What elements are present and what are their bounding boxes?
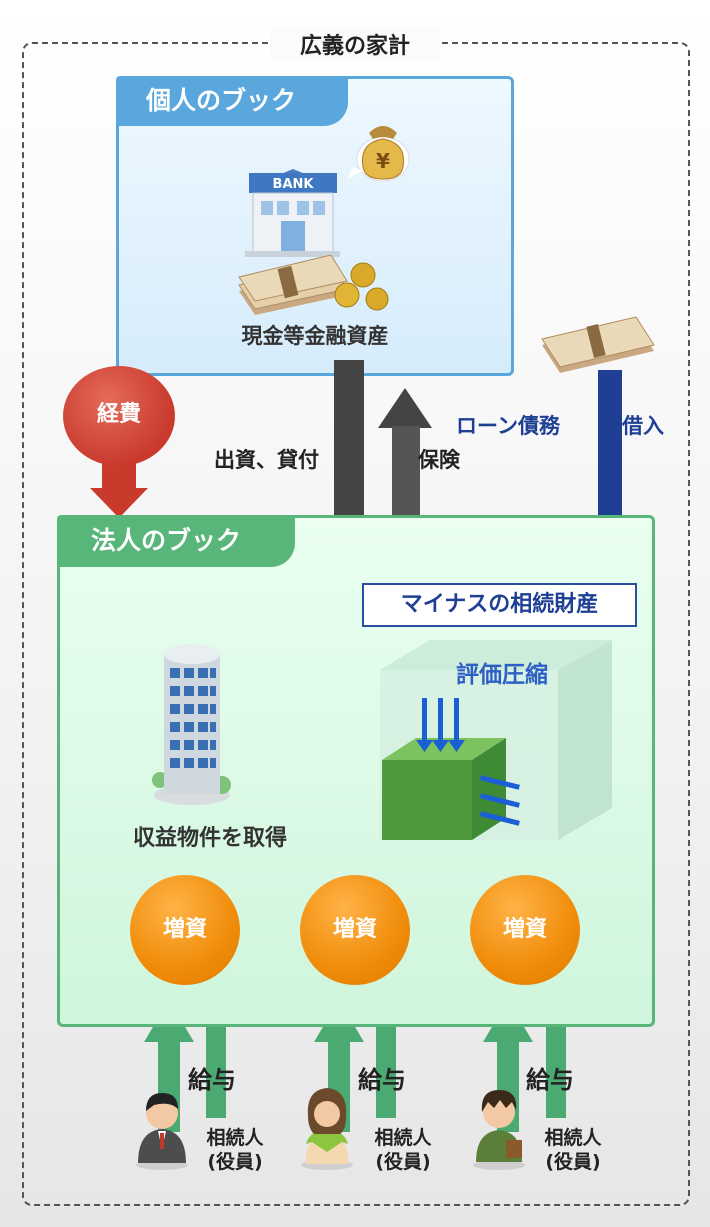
household-title: 広義の家計: [270, 28, 440, 60]
borrowing-label: 借入: [622, 414, 664, 438]
salary-label: 給与: [188, 1066, 236, 1094]
acquire-property-label: 収益物件を取得: [132, 826, 287, 851]
capital-increase-circle: 増資: [470, 875, 580, 985]
bank-building-icon: BANK: [245, 169, 340, 257]
heir-label: 相続人 (役員): [528, 1126, 618, 1174]
office-tower-icon: [152, 644, 231, 805]
loan-debt-label: ローン債務: [456, 414, 560, 438]
borrowing-arrow-shaft: [598, 370, 622, 538]
valuation-compression-label: 評価圧縮: [456, 662, 548, 688]
young-man-icon: [473, 1090, 525, 1170]
salary-label: 給与: [526, 1066, 574, 1094]
expense-arrow-head: [90, 488, 148, 518]
corporate-book-title: 法人のブック: [57, 515, 295, 567]
expense-arrow-shaft: [102, 462, 136, 490]
heir-position: (役員): [375, 1151, 431, 1173]
insurance-arrow-head: [378, 388, 432, 428]
heir-position: (役員): [207, 1151, 263, 1173]
salary-label: 給与: [358, 1066, 406, 1094]
heir-role: 相続人: [374, 1127, 432, 1149]
financial-assets-label: 現金等金融資産: [241, 324, 389, 348]
heir-label: 相続人 (役員): [358, 1126, 448, 1174]
capital-increase-circle: 増資: [300, 875, 410, 985]
heir-role: 相続人: [206, 1127, 264, 1149]
heir-position: (役員): [545, 1151, 601, 1173]
money-bag-icon: ¥: [347, 126, 410, 182]
woman-icon: [301, 1088, 353, 1170]
yen-mark: ¥: [376, 149, 390, 173]
personal-book-title: 個人のブック: [116, 76, 348, 126]
minus-inheritance-box: マイナスの相続財産: [362, 583, 637, 627]
investment-loan-label: 出資、貸付: [214, 448, 319, 472]
heir-role: 相続人: [544, 1127, 602, 1149]
cash-stack-icon: [541, 316, 655, 373]
heir-label: 相続人 (役員): [190, 1126, 280, 1174]
capital-increase-circle: 増資: [130, 875, 240, 985]
bank-sign: BANK: [273, 177, 315, 192]
expense-circle: 経費: [63, 366, 175, 466]
compressed-cube-icon: [380, 640, 612, 840]
cash-stack-icon: [238, 255, 389, 315]
businessman-icon: [136, 1093, 188, 1170]
insurance-label: 保険: [418, 448, 460, 472]
